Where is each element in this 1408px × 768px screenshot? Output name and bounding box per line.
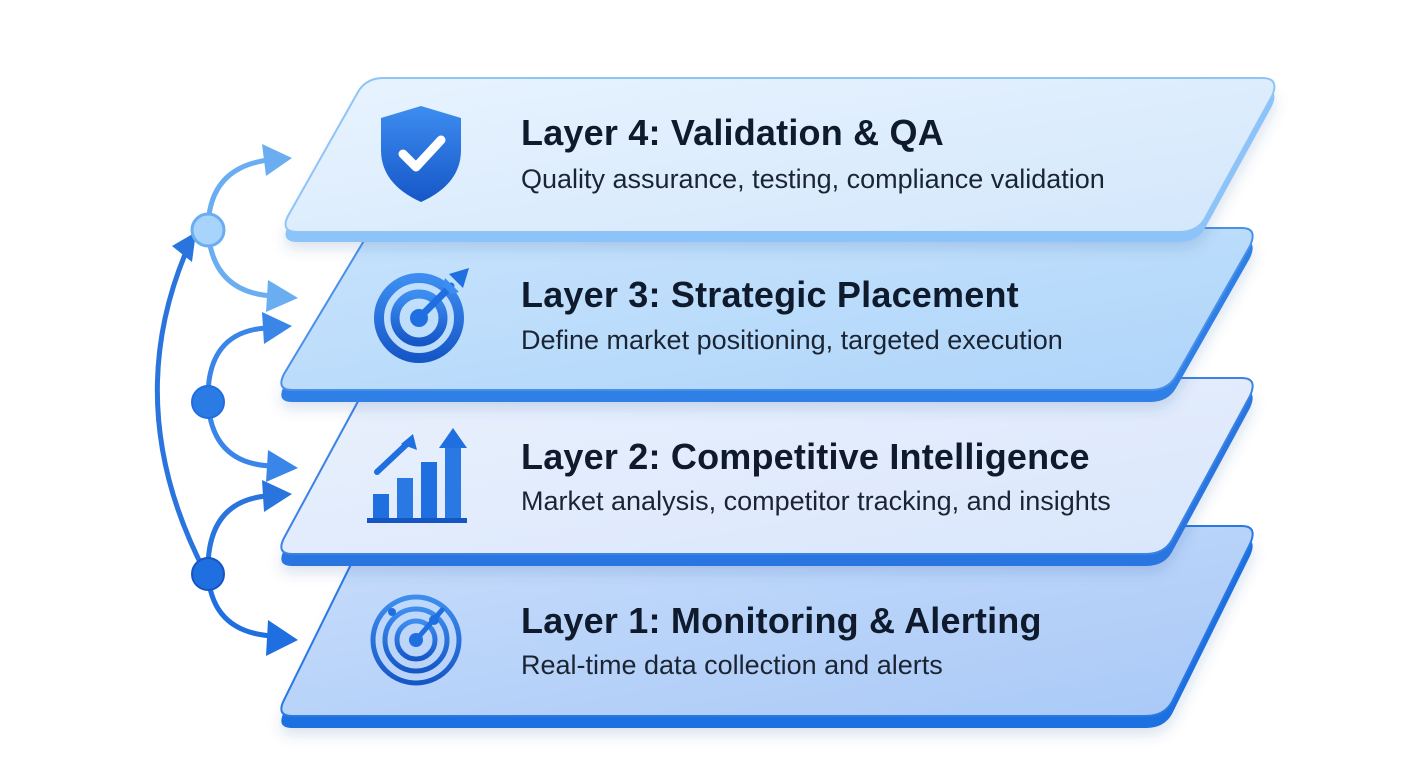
bar-chart-growth-icon — [367, 428, 467, 523]
arrow-to-layer-3-a — [266, 280, 298, 312]
layer-1-panel — [280, 525, 1254, 728]
outer-arc-arrowhead — [172, 232, 196, 262]
layer-3-panel — [280, 227, 1254, 402]
radar-icon — [370, 594, 462, 686]
arrow-to-layer-3-b — [262, 312, 292, 344]
layer-4-panel — [284, 77, 1276, 242]
node-bottom — [191, 557, 225, 591]
node-top — [190, 212, 226, 248]
arrow-to-layer-2-b — [262, 480, 292, 512]
target-arrow-icon — [374, 268, 469, 363]
shield-check-icon — [381, 106, 461, 202]
arrow-to-layer-1 — [266, 620, 298, 656]
connector-arrows — [154, 144, 298, 656]
layer-2-panel — [280, 377, 1254, 566]
outer-arc — [154, 251, 209, 576]
arrow-to-layer-4 — [262, 144, 292, 176]
node-middle — [191, 385, 225, 419]
arrow-to-layer-2-a — [266, 450, 298, 482]
